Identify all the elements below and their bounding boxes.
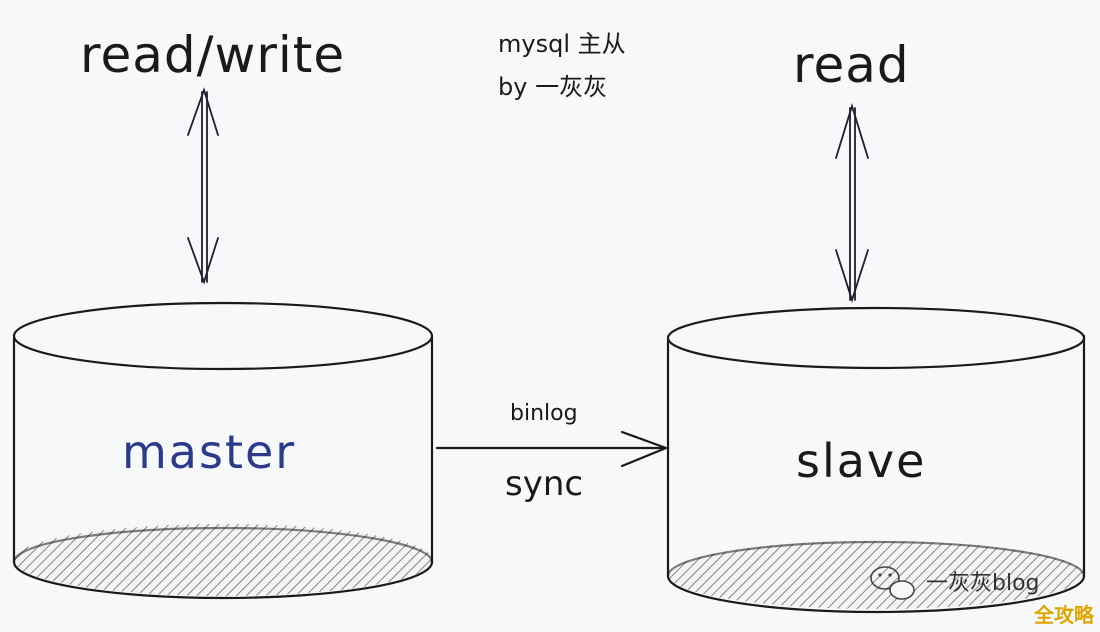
note-line-2: by 一灰灰 [498, 73, 607, 101]
master-cylinder [12, 301, 434, 600]
master-read-write-arrow [187, 87, 219, 285]
note-line-1: mysql 主从 [498, 30, 626, 58]
slave-cylinder [666, 306, 1086, 614]
slave-read-arrow [835, 102, 869, 303]
slave-label: slave [796, 434, 926, 488]
read-write-label: read/write [80, 26, 345, 84]
corner-badge: 全攻略 [1034, 603, 1094, 627]
binlog-sync-arrow [435, 430, 668, 468]
watermark-text: 一灰灰blog [926, 571, 1040, 596]
wechat-icon [870, 566, 915, 600]
read-label: read [793, 36, 910, 94]
wechat-watermark: 一灰灰blog [870, 566, 1040, 600]
binlog-label: binlog [510, 401, 578, 426]
sync-label: sync [505, 464, 583, 504]
master-label: master [122, 425, 296, 479]
